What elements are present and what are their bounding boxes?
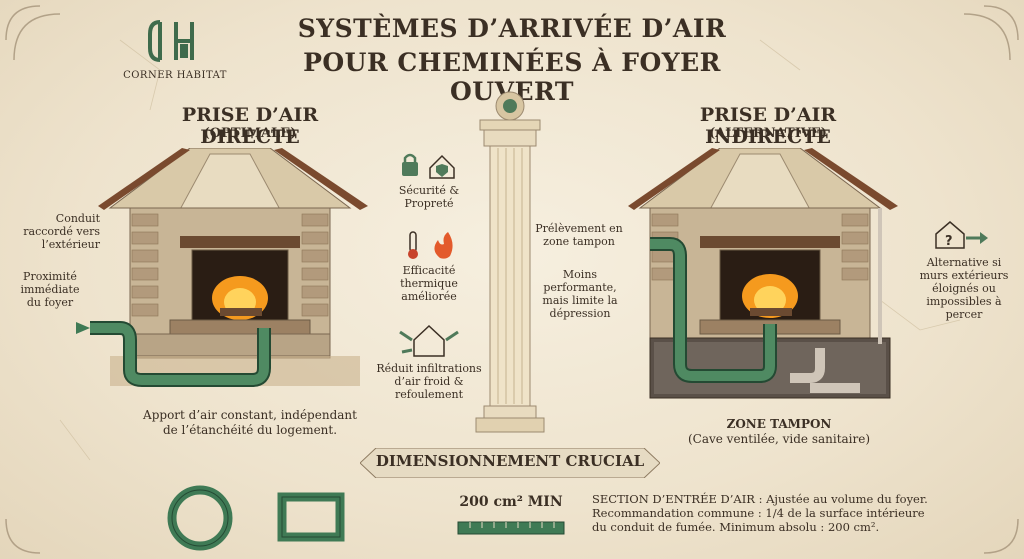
min-label: 200 cm² MIN [459,494,563,510]
logo-monogram-icon [148,20,194,62]
column-divider-icon [475,91,545,433]
left-heading: PRISE D’AIR DIRECTE [181,104,319,148]
direct-fireplace-illustration [76,148,368,387]
zone-subtitle: (Cave ventilée, vide sanitaire) [687,432,871,446]
zone-title: ZONE TAMPON [726,417,832,431]
brand-name: CORNER HABITAT [123,70,227,81]
brand-logo: CORNER HABITAT [120,14,230,84]
left-subheading: (OPTIMALE) [203,126,297,141]
benefit-security: Sécurité & Propreté [384,150,474,210]
banner-title: DIMENSIONNEMENT CRUCIAL [375,452,645,470]
right-heading: PRISE D’AIR INDIRECTE [699,104,837,148]
title-line-2: POUR CHEMINÉES À FOYER OUVERT [303,48,721,106]
house-question-icon: ? [935,221,988,249]
label-performance: Moins performante, mais limite la dépres… [542,268,618,320]
house-arrows-icon [399,324,459,357]
label-duct: Conduit raccordé vers l’extérieur [23,212,100,251]
svg-text:?: ? [945,234,953,249]
label-buffer: Prélèvement en zone tampon [535,222,623,248]
title-line-1: SYSTÈMES D’ARRIVÉE D’AIR [297,14,727,43]
label-alternative: Alternative si murs extérieurs éloignés … [919,256,1009,321]
benefit-infiltration: Réduit infiltrations d’air froid & refou… [366,322,492,401]
indirect-fireplace-illustration [628,148,898,399]
section-description: SECTION D’ENTRÉE D’AIR : Ajustée au volu… [592,492,928,534]
thermometer-flame-icon [408,231,453,259]
right-subheading: (ALTERNATIVE) [709,126,827,141]
benefit-efficiency: Efficacité thermique améliorée [384,228,474,303]
banner-shape [360,448,660,478]
lock-shield-icon [402,153,455,179]
min-ruler-icon [457,521,565,535]
left-caption: Apport d’air constant, indépendant de l’… [143,408,357,437]
label-proximity: Proximité immédiate du foyer [20,270,80,309]
duct-sections-icon [167,485,345,551]
